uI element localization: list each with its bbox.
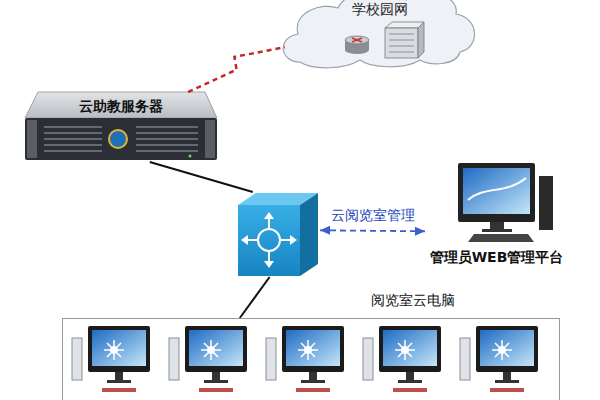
server-vents xyxy=(44,127,198,151)
cloud-pc xyxy=(72,326,150,392)
admin-pc-node: 管理员WEB管理平台 xyxy=(425,160,568,268)
switch-arrow xyxy=(264,261,274,268)
room-link xyxy=(240,277,270,318)
cloud-pc xyxy=(460,326,538,392)
net-server-top xyxy=(385,22,424,28)
campus-cloud xyxy=(283,0,474,68)
switch-side xyxy=(300,193,318,276)
cloud-pc xyxy=(363,326,441,392)
net-server-front xyxy=(385,28,418,58)
campus-cloud-node: 学校园网 xyxy=(285,0,475,62)
switch-arrow xyxy=(241,235,248,245)
server-top xyxy=(25,92,217,118)
switch-arrow xyxy=(264,212,274,219)
switch-front xyxy=(238,205,300,276)
server-handle xyxy=(27,120,37,158)
switch-symbol-lines xyxy=(245,216,293,264)
wan-link xyxy=(188,47,285,92)
switch-symbol xyxy=(258,229,280,251)
cloud-pc xyxy=(266,326,344,392)
net-server-bays xyxy=(389,34,414,52)
server-front xyxy=(25,118,217,160)
server-node: 云助教服务器 xyxy=(25,92,217,162)
admin-monitor-base xyxy=(482,229,512,232)
server-label: 云助教服务器 xyxy=(79,98,163,116)
admin-monitor-screen xyxy=(463,168,530,214)
admin-keyboard xyxy=(468,234,534,242)
arrow-head xyxy=(320,226,330,235)
server-link xyxy=(150,162,253,192)
admin-screen-swoosh xyxy=(468,178,526,200)
admin-monitor-frame xyxy=(458,163,535,222)
router-mark xyxy=(352,38,362,42)
edge-label: 云阅览室管理 xyxy=(331,207,415,225)
server-logo xyxy=(109,130,127,148)
router-top xyxy=(345,36,369,44)
admin-label: 管理员WEB管理平台 xyxy=(430,249,564,267)
switch-node xyxy=(236,192,320,277)
arrow-head xyxy=(415,227,425,236)
cloud-label: 学校园网 xyxy=(352,1,408,19)
reading-room-box: 阅览室云电脑 xyxy=(62,318,560,400)
cloud-pc xyxy=(169,326,247,392)
admin-monitor-stand xyxy=(490,222,504,229)
room-heading: 阅览室云电脑 xyxy=(371,292,455,310)
admin-pc-tower xyxy=(539,176,553,230)
router-base xyxy=(345,46,369,54)
switch-arrow xyxy=(290,235,297,245)
server-handle xyxy=(205,120,215,158)
server-led xyxy=(189,155,192,158)
management-link xyxy=(320,230,425,231)
net-server-side xyxy=(418,22,424,58)
